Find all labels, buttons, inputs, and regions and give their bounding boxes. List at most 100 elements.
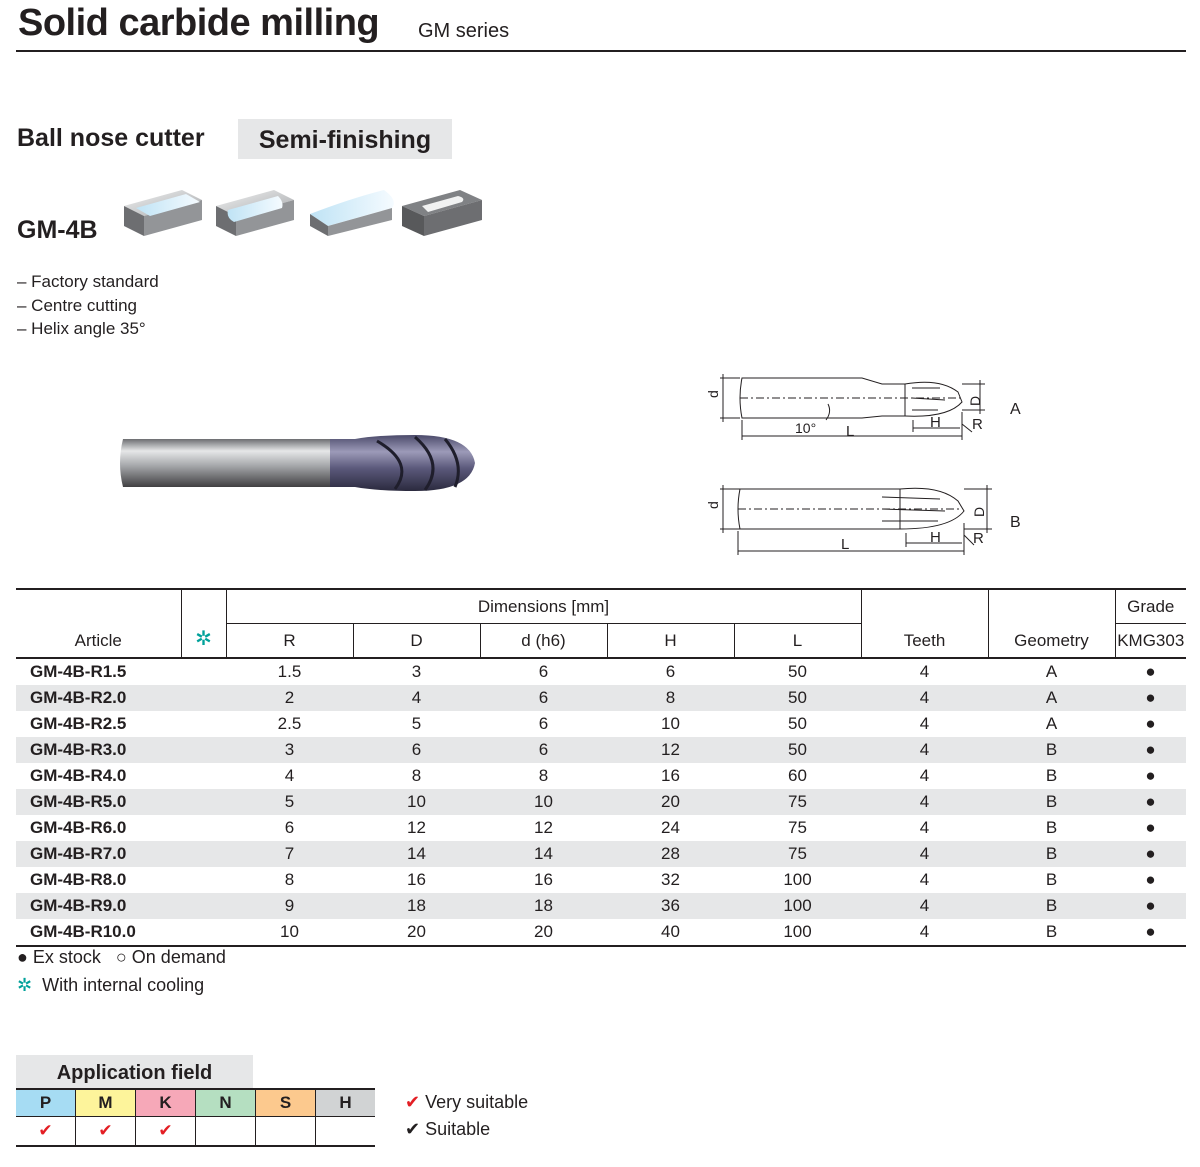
col-H-header: H (606, 623, 734, 658)
cell-stock: ● (1145, 870, 1156, 889)
cell-L: 100 (783, 922, 812, 941)
tool-photo (120, 435, 475, 491)
cell-H: 32 (661, 870, 680, 889)
cell-stock: ● (1145, 662, 1156, 681)
cooling-cell (181, 685, 226, 711)
cell-geometry: B (988, 789, 1115, 815)
cell-R: 4 (284, 766, 295, 785)
suitability-check-icon: ✔ (75, 1116, 136, 1147)
cooling-cell (181, 711, 226, 737)
technical-drawing-a: d D 10° L H R A (705, 374, 1021, 440)
dimensions-group-header: Dimensions [mm] (225, 589, 861, 624)
cooling-cell (181, 737, 226, 763)
material-p-cell: P (16, 1088, 76, 1117)
cell-teeth: 4 (861, 737, 988, 763)
col-D-header: D (352, 623, 480, 658)
cell-H: 8 (607, 685, 734, 711)
cell-article: GM-4B-R1.5 (30, 662, 127, 681)
profile-milling-icon (310, 190, 394, 236)
dim-d-label: d (705, 390, 721, 398)
cell-teeth: 4 (919, 870, 930, 889)
cell-L: 100 (783, 870, 812, 889)
cell-teeth: 4 (919, 662, 930, 681)
cell-D: 5 (411, 714, 422, 733)
material-h-cell: H (315, 1088, 375, 1117)
cell-D: 18 (353, 893, 480, 919)
cell-L: 50 (734, 737, 861, 763)
col-teeth-header: Teeth (860, 589, 988, 658)
feature-list: – Factory standard – Centre cutting – He… (17, 270, 159, 341)
cell-D: 3 (411, 662, 422, 681)
cell-D: 4 (353, 685, 480, 711)
cell-article: GM-4B-R3.0 (16, 737, 181, 763)
dim-L-label: L (841, 536, 849, 553)
very-suitable-label: Very suitable (425, 1092, 529, 1112)
cell-R: 2.5 (277, 714, 302, 733)
geometry-a-label: A (1010, 401, 1021, 418)
geometry-b-label: B (1010, 514, 1021, 531)
cell-d: 10 (480, 789, 607, 815)
cell-article: GM-4B-R4.0 (30, 766, 127, 785)
material-s-cell: S (255, 1088, 316, 1117)
cell-L: 100 (734, 893, 861, 919)
cooling-legend-icon: ✲ (17, 975, 33, 995)
feature-item: – Factory standard (17, 272, 159, 291)
cell-H: 6 (665, 662, 676, 681)
cell-teeth: 4 (861, 685, 988, 711)
cooling-legend: ✲ With internal cooling (17, 975, 204, 996)
cooling-cell (181, 763, 226, 789)
cell-geometry: A (1045, 714, 1058, 733)
cell-teeth: 4 (919, 766, 930, 785)
cell-R: 8 (284, 870, 295, 889)
cell-R: 6 (284, 818, 295, 837)
cooling-cell (181, 867, 226, 893)
dim-H-label: H (930, 414, 941, 431)
product-code: GM-4B (17, 216, 98, 244)
cell-H: 10 (661, 714, 680, 733)
cell-L: 75 (734, 841, 861, 867)
cell-D: 16 (407, 870, 426, 889)
cell-stock: ● (1145, 714, 1156, 733)
cell-geometry: B (988, 737, 1115, 763)
cooling-cell (181, 841, 226, 867)
cooling-cell (181, 815, 226, 841)
cell-L: 75 (734, 789, 861, 815)
cooling-cell (181, 893, 226, 919)
cell-H: 12 (607, 737, 734, 763)
cell-stock: ● (1145, 922, 1156, 941)
cell-geometry: B (1045, 922, 1058, 941)
cell-D: 12 (407, 818, 426, 837)
grade-group-header: Grade (1114, 589, 1186, 624)
suitability-check-icon: ✔ (16, 1116, 76, 1147)
suitable-legend: ✔ Suitable (405, 1119, 490, 1140)
col-geometry-header: Geometry (987, 589, 1115, 658)
suitable-check-icon: ✔ (405, 1119, 421, 1139)
on-demand-legend: ○ On demand (115, 947, 226, 967)
cell-article: GM-4B-R2.5 (30, 714, 127, 733)
cell-H: 24 (661, 818, 680, 837)
title-divider (16, 50, 1186, 52)
cell-article: GM-4B-R10.0 (30, 922, 136, 941)
cell-D: 14 (353, 841, 480, 867)
cell-teeth: 4 (919, 714, 930, 733)
dim-d-label: d (705, 501, 721, 509)
cell-article: GM-4B-R5.0 (16, 789, 181, 815)
cooling-cell (181, 789, 226, 815)
ex-stock-legend: ● Ex stock (17, 947, 101, 967)
angle-label: 10° (795, 420, 816, 436)
cell-R: 7 (226, 841, 353, 867)
dim-L-label: L (846, 423, 854, 440)
cell-teeth: 4 (861, 893, 988, 919)
cell-geometry: B (1045, 870, 1058, 889)
dim-R-label: R (973, 530, 984, 547)
cooling-cell (181, 919, 226, 946)
feature-item: – Centre cutting (17, 295, 138, 315)
